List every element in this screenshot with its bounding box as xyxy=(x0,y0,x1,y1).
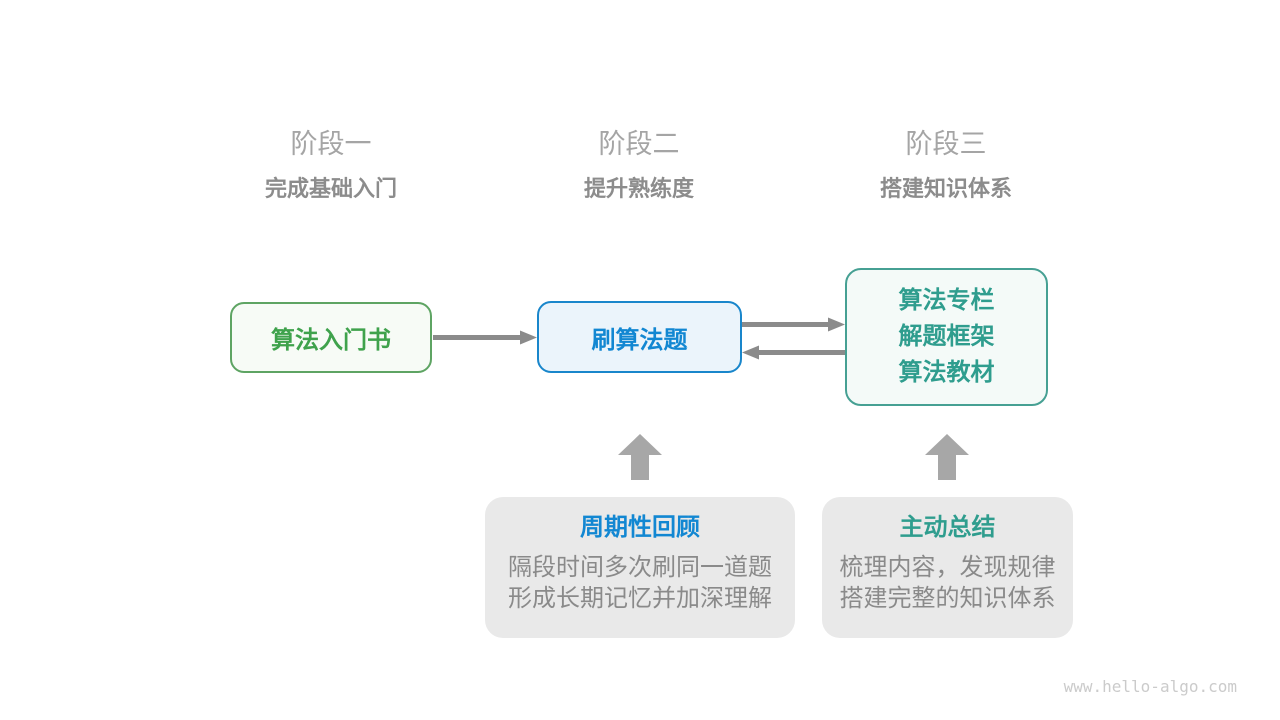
node-label: 解题框架 xyxy=(898,323,995,350)
node-knowledge: 算法专栏 解题框架 算法教材 xyxy=(845,268,1048,406)
stage-header-3: 阶段三 搭建知识体系 xyxy=(796,128,1096,202)
callout-line: 搭建完整的知识体系 xyxy=(839,585,1056,612)
flow-arrow-left-icon xyxy=(742,345,845,360)
flow-arrow-right-icon xyxy=(433,330,537,345)
watermark: www.hello-algo.com xyxy=(1063,677,1237,696)
stage-label: 阶段一 xyxy=(290,129,372,159)
node-practice: 刷算法题 xyxy=(537,301,742,373)
callout-periodic-review: 周期性回顾 隔段时间多次刷同一道题 形成长期记忆并加深理解 xyxy=(485,497,795,638)
node-label: 刷算法题 xyxy=(591,326,688,354)
up-arrow-icon xyxy=(618,434,662,480)
callout-line: 形成长期记忆并加深理解 xyxy=(508,585,772,612)
callout-line: 梳理内容，发现规律 xyxy=(839,554,1056,581)
stage-header-1: 阶段一 完成基础入门 xyxy=(181,128,481,202)
node-label: 算法专栏 xyxy=(898,287,995,314)
callout-body: 隔段时间多次刷同一道题 形成长期记忆并加深理解 xyxy=(485,552,795,614)
up-arrow-icon xyxy=(925,434,969,480)
callout-active-summary: 主动总结 梳理内容，发现规律 搭建完整的知识体系 xyxy=(822,497,1073,638)
callout-title: 周期性回顾 xyxy=(580,514,700,541)
stage-subtitle: 完成基础入门 xyxy=(264,176,397,201)
stage-label: 阶段三 xyxy=(905,129,987,159)
node-intro-book: 算法入门书 xyxy=(230,302,432,373)
node-label: 算法教材 xyxy=(898,359,995,386)
stage-subtitle: 提升熟练度 xyxy=(583,176,694,201)
callout-body: 梳理内容，发现规律 搭建完整的知识体系 xyxy=(822,552,1073,614)
callout-line: 隔段时间多次刷同一道题 xyxy=(508,554,772,581)
flow-arrow-right-icon xyxy=(742,317,845,332)
stage-header-2: 阶段二 提升熟练度 xyxy=(489,128,789,202)
stage-subtitle: 搭建知识体系 xyxy=(879,176,1012,201)
stage-label: 阶段二 xyxy=(598,129,680,159)
callout-title: 主动总结 xyxy=(899,514,996,541)
node-label: 算法入门书 xyxy=(271,327,391,354)
